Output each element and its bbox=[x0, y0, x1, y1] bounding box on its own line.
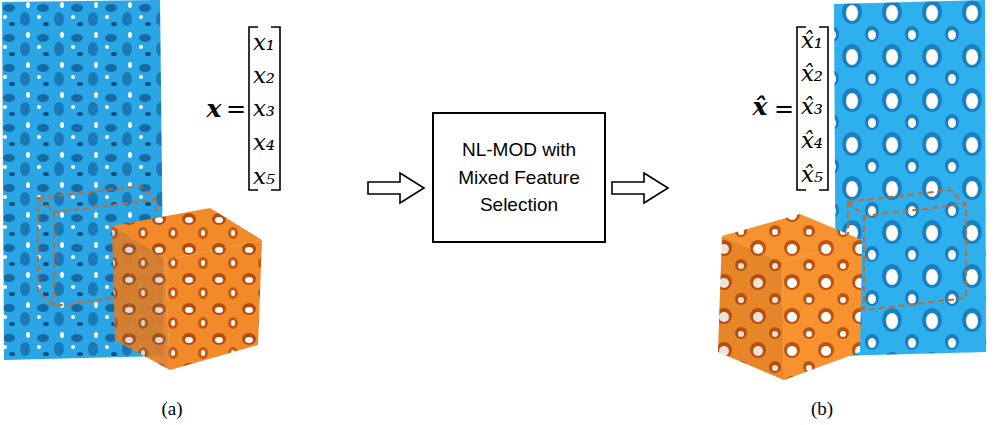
vector-entry: x̂₁ bbox=[801, 29, 823, 52]
hollow-arrow bbox=[612, 173, 668, 203]
panel-label: (a) bbox=[161, 399, 182, 418]
vector-entry: x̂₂ bbox=[801, 62, 823, 85]
process-box: NL-MOD with Mixed Feature Selection bbox=[432, 112, 606, 243]
vector-entry: x₂ bbox=[253, 64, 275, 87]
panel-label: (b) bbox=[811, 399, 833, 418]
vector-entry: x̂₅ bbox=[801, 163, 823, 186]
vector-bracket bbox=[797, 27, 828, 190]
vector-bracket bbox=[249, 27, 280, 190]
box-text: NL-MOD with Mixed Feature Selection bbox=[444, 136, 594, 219]
vector-name: x bbox=[207, 96, 222, 121]
vector-entry: x̂₃ bbox=[801, 95, 823, 118]
vector-entry: x₄ bbox=[253, 131, 275, 154]
gyroid-cube bbox=[112, 208, 262, 370]
vector-entry: x₃ bbox=[253, 97, 275, 120]
vector-entry: x₁ bbox=[253, 31, 275, 54]
hollow-arrow bbox=[368, 173, 424, 203]
gyroid-cube bbox=[718, 214, 862, 380]
equals-sign: = bbox=[226, 97, 246, 121]
dashed-cube bbox=[848, 190, 966, 310]
vector-entry: x̂₄ bbox=[801, 129, 823, 152]
vector-name: x̂ bbox=[753, 94, 768, 119]
vector-entry: x₅ bbox=[253, 165, 275, 188]
equals-sign: = bbox=[774, 97, 794, 121]
